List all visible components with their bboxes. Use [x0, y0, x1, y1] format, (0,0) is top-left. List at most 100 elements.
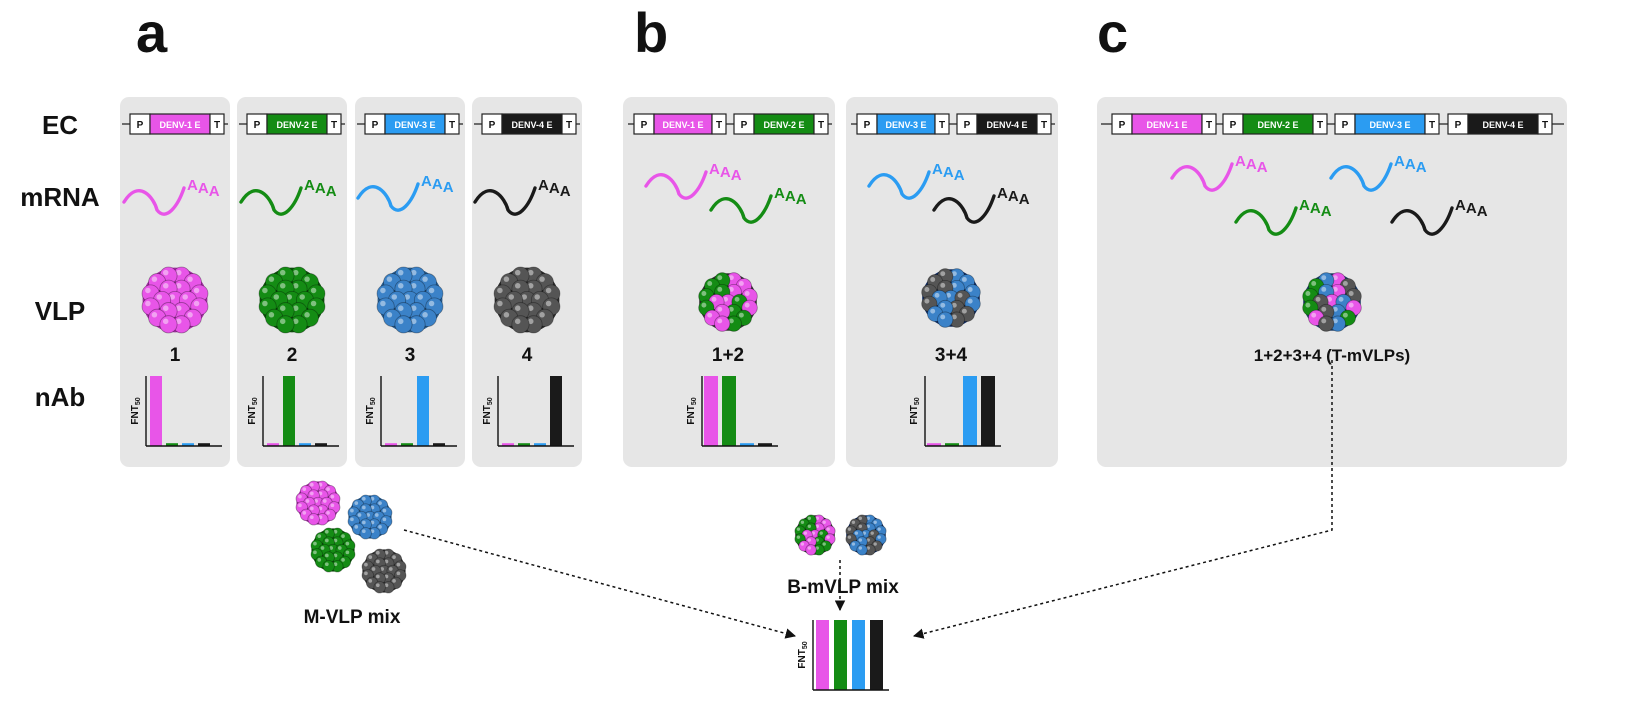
vlp-highlight [175, 305, 182, 311]
vlp-highlight [324, 553, 329, 558]
vlp-highlight [734, 296, 740, 302]
bar [852, 620, 865, 690]
vlp-highlight [930, 277, 936, 282]
vlp-highlight [1332, 306, 1338, 312]
vlp-highlight [151, 312, 158, 318]
vlp-highlight [940, 302, 946, 308]
bar [758, 443, 772, 446]
bar [927, 443, 941, 446]
vlp-highlight [279, 318, 286, 325]
polya-tail: AAA [1235, 153, 1268, 176]
promoter-label: P [1455, 120, 1462, 131]
vlp-highlight [940, 282, 946, 288]
vlp-highlight [292, 282, 299, 289]
bar [502, 443, 514, 446]
vlp-highlight [847, 535, 852, 539]
mrna-strand [473, 186, 537, 216]
gene-label: DENV-4 E [986, 120, 1027, 130]
bar [182, 443, 194, 446]
vlp-highlight [934, 292, 940, 298]
bar [433, 443, 445, 446]
vlp-highlight [357, 513, 362, 517]
vlp-highlight [345, 550, 350, 555]
vlp-highlight [866, 546, 870, 550]
vlp-label: 3+4 [935, 345, 968, 366]
vlp-highlight [503, 276, 510, 282]
mrna: AAA [867, 161, 965, 200]
panel-label: c [1097, 1, 1128, 64]
vlp-highlight [800, 542, 805, 546]
vlp-highlight [422, 276, 428, 282]
promoter-label: P [641, 120, 648, 131]
vlp-highlight [807, 524, 812, 528]
vlp-highlight [397, 318, 404, 325]
vlp-highlight [508, 294, 515, 300]
terminator-box [209, 113, 225, 135]
vlp-highlight [1332, 275, 1338, 281]
promoter-label: P [1230, 120, 1237, 131]
vlp-highlight [175, 282, 182, 289]
terminator-label: T [1317, 120, 1323, 131]
vlp-highlight [378, 525, 382, 529]
vlp-highlight [1332, 318, 1338, 324]
polya-tail: AAA [304, 177, 337, 200]
vlp-highlight [707, 281, 713, 286]
vlp-highlight [162, 305, 169, 311]
vlp-highlight [497, 300, 503, 307]
vlp-highlight [361, 520, 366, 525]
promoter-label: P [741, 120, 748, 131]
vlp-highlight [309, 491, 314, 496]
bar [518, 443, 530, 446]
vlp-highlight [957, 292, 963, 298]
mrna-strand [644, 170, 708, 200]
terminator-label: T [214, 120, 220, 131]
row-label: nAb [35, 382, 86, 412]
vlp-highlight [728, 286, 734, 292]
vlp-subunit [394, 315, 413, 334]
promoter-label: P [254, 120, 261, 131]
vlp-highlight [800, 520, 805, 524]
vlp-highlight [728, 306, 734, 312]
vlp-highlight [514, 269, 521, 276]
vlp-highlight [375, 559, 380, 564]
terminator-label: T [1429, 120, 1435, 131]
vlp-highlight [333, 562, 338, 567]
vlp-highlight [193, 300, 200, 307]
vlp-highlight [175, 269, 182, 276]
panel-label: b [634, 1, 668, 64]
mix-label: M-VLP mix [304, 607, 401, 628]
vlp-highlight [341, 534, 345, 538]
mrna-strand [1329, 162, 1393, 192]
vlp-highlight [707, 312, 713, 318]
vlp-highlight [410, 282, 417, 289]
vlp-highlight [298, 494, 302, 499]
vlp-highlight [826, 527, 830, 531]
vlp-highlight [534, 294, 540, 300]
vlp-highlight [503, 312, 510, 318]
vlp-highlight [162, 318, 169, 325]
vlp-highlight [1321, 306, 1327, 312]
vlp-highlight [187, 276, 193, 282]
vlp-highlight [397, 269, 404, 276]
vlp-highlight [326, 511, 330, 515]
terminator-box [813, 113, 829, 135]
vlp-highlight [717, 286, 723, 292]
promoter-label: P [372, 120, 379, 131]
bar-chart: FNT50 [797, 620, 889, 691]
bar [963, 376, 977, 446]
vlp-highlight [330, 503, 335, 508]
vlp-highlight [961, 277, 967, 282]
vlp-highlight [320, 546, 325, 550]
vlp-highlight [145, 287, 151, 294]
mrna-strand [1390, 206, 1454, 236]
vlp-highlight [497, 287, 503, 294]
vlp-highlight [292, 269, 299, 276]
terminator-label: T [1206, 120, 1212, 131]
promoter-label: P [864, 120, 871, 131]
mrna: AAA [356, 173, 454, 212]
vlp-highlight [877, 535, 881, 539]
vlp-particle [141, 266, 209, 334]
mrna: AAA [1170, 153, 1268, 192]
